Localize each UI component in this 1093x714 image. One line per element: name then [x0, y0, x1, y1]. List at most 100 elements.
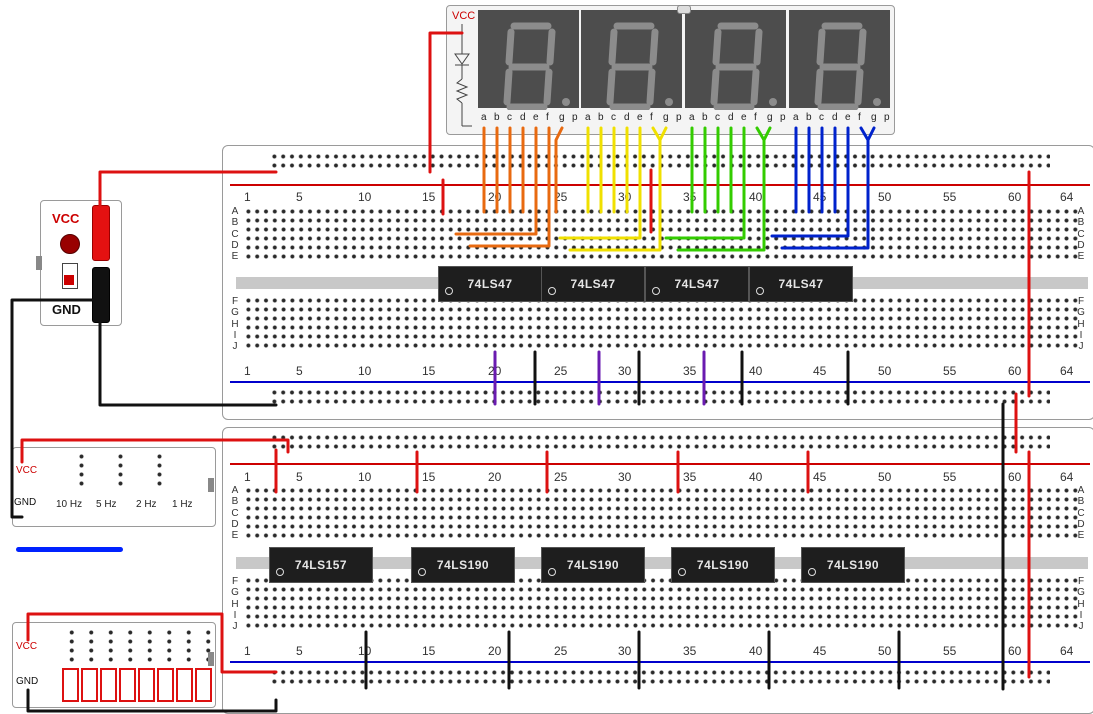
- col-num: 25: [554, 364, 568, 378]
- chip-notch: [548, 287, 556, 295]
- row-label: G: [231, 587, 239, 598]
- power-rail-bottom-1[interactable]: [270, 433, 1050, 451]
- row-label: A: [231, 206, 239, 217]
- display-vcc-label: VCC: [452, 10, 476, 22]
- col-num: 5: [296, 470, 303, 484]
- row-label: B: [1077, 496, 1085, 507]
- segment-letter: b: [494, 112, 500, 123]
- segment-letter: d: [728, 112, 734, 123]
- col-num: 40: [749, 470, 763, 484]
- row-label: C: [1077, 508, 1085, 519]
- toggle-switch-3[interactable]: [100, 668, 117, 702]
- switch-side-tab: [208, 652, 214, 666]
- row-label: H: [231, 599, 239, 610]
- terminal-strip-f-j[interactable]: [244, 296, 1080, 350]
- wire-gnd-power-2: [10, 298, 94, 519]
- wire-switch-gnd: [26, 688, 278, 713]
- segment-letter: p: [780, 112, 786, 123]
- clock-side-tab: [208, 478, 214, 492]
- chip-label: 74LS190: [826, 558, 880, 572]
- row-label: E: [1077, 530, 1085, 541]
- power-rail-top-2[interactable]: [270, 388, 1050, 406]
- col-num: 30: [618, 470, 632, 484]
- segment-letter: p: [572, 112, 578, 123]
- row-label: H: [231, 319, 239, 330]
- toggle-switch-4[interactable]: [119, 668, 136, 702]
- clock-gnd-label: GND: [14, 497, 37, 508]
- chip-74ls47-3[interactable]: 74LS47: [645, 266, 749, 302]
- row-label: I: [1079, 610, 1083, 621]
- terminal-strip-a-e-2[interactable]: [244, 486, 1080, 540]
- row-label: J: [232, 341, 238, 352]
- toggle-switch-1[interactable]: [62, 668, 79, 702]
- col-num: 45: [813, 470, 827, 484]
- row-label: J: [1078, 341, 1084, 352]
- col-num: 55: [943, 470, 957, 484]
- col-num: 15: [422, 470, 436, 484]
- toggle-switch-8[interactable]: [195, 668, 212, 702]
- col-num: 25: [554, 644, 568, 658]
- chip-label: 74LS47: [570, 277, 616, 291]
- toggle-switch-5[interactable]: [138, 668, 155, 702]
- terminal-strip-f-j-2[interactable]: [244, 576, 1080, 630]
- wire-green-seg: [664, 126, 746, 240]
- chip-74ls190-4[interactable]: 74LS190: [801, 547, 905, 583]
- toggle-switch-7[interactable]: [176, 668, 193, 702]
- segment-letter: d: [832, 112, 838, 123]
- col-num: 64: [1060, 190, 1074, 204]
- toggle-switch-6[interactable]: [157, 668, 174, 702]
- clock-5hz-label: 5 Hz: [96, 499, 117, 510]
- chip-notch: [548, 568, 556, 576]
- wire-blue-seg: [866, 126, 876, 214]
- chip-74ls190-1[interactable]: 74LS190: [411, 547, 515, 583]
- segment-letter: b: [806, 112, 812, 123]
- segment-letter: b: [702, 112, 708, 123]
- col-num: 15: [422, 190, 436, 204]
- row-label: B: [231, 496, 239, 507]
- row-label: A: [1077, 206, 1085, 217]
- wire-orange-seg: [454, 126, 538, 236]
- rail-line-blue: [230, 381, 1090, 383]
- segment-letter: c: [611, 112, 616, 123]
- col-num: 60: [1008, 364, 1022, 378]
- toggle-switch-2[interactable]: [81, 668, 98, 702]
- chip-74ls47-2[interactable]: 74LS47: [541, 266, 645, 302]
- chip-74ls47-4[interactable]: 74LS47: [749, 266, 853, 302]
- chip-74ls47-1[interactable]: 74LS47: [438, 266, 542, 302]
- power-rail-bottom-2[interactable]: [270, 668, 1050, 686]
- col-num: 55: [943, 644, 957, 658]
- chip-74ls190-3[interactable]: 74LS190: [671, 547, 775, 583]
- display-led-resistor-icon: [454, 24, 472, 127]
- power-gnd-label: GND: [52, 302, 81, 317]
- col-num: 50: [878, 190, 892, 204]
- wire-yellow-seg: [658, 126, 668, 214]
- power-switch[interactable]: [62, 263, 78, 289]
- col-num: 60: [1008, 470, 1022, 484]
- digit-display-clip: [677, 5, 691, 14]
- col-num: 5: [296, 364, 303, 378]
- row-label: C: [231, 229, 239, 240]
- row-label: D: [1077, 519, 1085, 530]
- chip-label: 74LS190: [436, 558, 490, 572]
- row-label: B: [231, 217, 239, 228]
- clock-output-pins[interactable]: [62, 452, 194, 488]
- segment-letter: a: [585, 112, 591, 123]
- col-num: 45: [813, 364, 827, 378]
- chip-notch: [678, 568, 686, 576]
- row-label: G: [1077, 587, 1085, 598]
- segment-letter: c: [507, 112, 512, 123]
- col-num: 35: [683, 470, 697, 484]
- row-label: H: [1077, 319, 1085, 330]
- switch-output-pins[interactable]: [62, 628, 212, 664]
- terminal-strip-a-e[interactable]: [244, 207, 1080, 261]
- chip-74ls190-2[interactable]: 74LS190: [541, 547, 645, 583]
- rail-line-red: [230, 463, 1090, 465]
- col-num: 64: [1060, 644, 1074, 658]
- blue-wire-loose[interactable]: [16, 547, 123, 552]
- col-num: 60: [1008, 644, 1022, 658]
- row-label: D: [231, 519, 239, 530]
- col-num: 20: [488, 644, 502, 658]
- chip-74ls157[interactable]: 74LS157: [269, 547, 373, 583]
- row-label: F: [1077, 296, 1085, 307]
- segment-letter: e: [533, 112, 539, 123]
